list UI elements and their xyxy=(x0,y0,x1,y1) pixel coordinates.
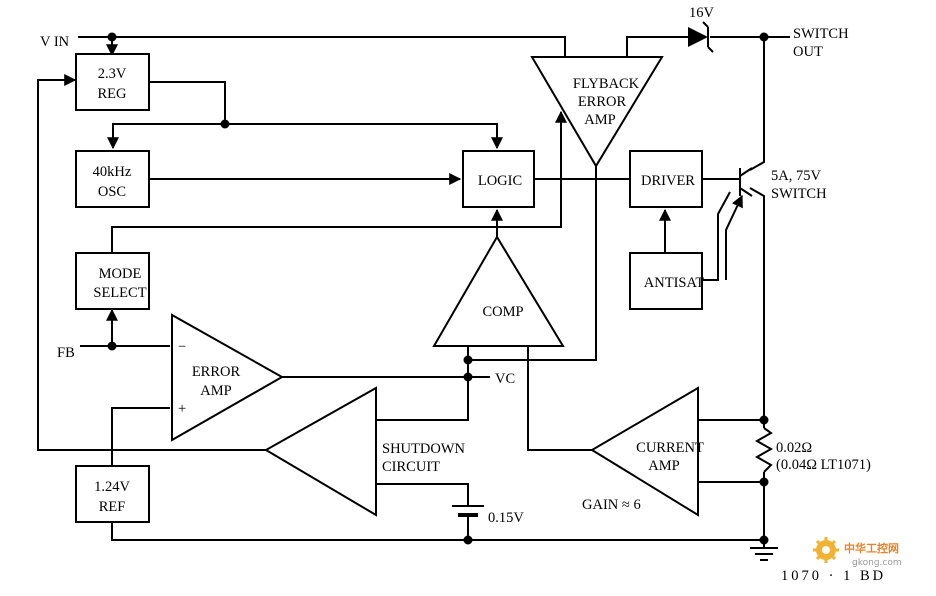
watermark-url: gkong.com xyxy=(852,558,902,568)
junction-dots xyxy=(107,32,769,545)
zener-diode xyxy=(688,21,714,53)
flyback-label-2: ERROR xyxy=(578,94,627,110)
reg-label-1: 2.3V xyxy=(98,66,127,82)
comp-block: COMP xyxy=(432,235,565,347)
flyback-label-3: AMP xyxy=(584,112,615,128)
error-amp-plus: + xyxy=(178,401,186,417)
switch-label-2: SWITCH xyxy=(771,186,827,202)
flyback-label-1: FLYBACK xyxy=(573,76,640,92)
switch-out-label-2: OUT xyxy=(793,44,823,60)
reg-block: 2.3V REG xyxy=(75,53,150,111)
osc-label-1: 40kHz xyxy=(93,164,132,180)
error-amp-label-2: AMP xyxy=(200,383,231,399)
error-amp-block: ERROR AMP − + xyxy=(171,313,285,442)
mode-label-2: SELECT xyxy=(93,285,146,301)
gear-icon xyxy=(813,537,839,563)
watermark-logo: 中华工控网 gkong.com xyxy=(813,537,902,568)
error-amp-label-1: ERROR xyxy=(192,364,241,380)
logic-label: LOGIC xyxy=(478,173,522,189)
current-amp-block: CURRENT AMP xyxy=(590,386,704,517)
sense-resistor xyxy=(754,427,774,473)
vin-label: V IN xyxy=(40,34,70,50)
comp-label: COMP xyxy=(482,304,523,320)
error-amp-minus: − xyxy=(178,339,186,355)
part-number-label: 1070 · 1 BD xyxy=(781,568,886,584)
current-amp-label-1: CURRENT xyxy=(636,440,704,456)
flyback-error-amp: FLYBACK ERROR AMP xyxy=(530,56,664,168)
shutdown-voltage-source xyxy=(452,505,484,517)
current-amp-label-2: AMP xyxy=(648,458,679,474)
ref-block: 1.24V REF xyxy=(75,465,150,523)
vc-label: VC xyxy=(495,371,515,387)
zener-label: 16V xyxy=(689,5,715,21)
mode-label-1: MODE xyxy=(99,266,142,282)
switch-label-1: 5A, 75V xyxy=(771,168,821,184)
watermark-name: 中华工控网 xyxy=(844,541,899,555)
osc-block: 40kHz OSC xyxy=(75,150,150,208)
vin-rail xyxy=(78,36,566,57)
osc-label-2: OSC xyxy=(98,184,126,200)
antisat-block: ANTISAT xyxy=(629,252,705,310)
logic-block: LOGIC xyxy=(462,150,535,208)
ref-label-2: REF xyxy=(99,499,126,515)
sense-label-2: (0.04Ω LT1071) xyxy=(776,457,871,473)
gain-label: GAIN ≈ 6 xyxy=(582,497,641,513)
ground-symbol xyxy=(750,547,778,561)
switch-out-label-1: SWITCH xyxy=(793,26,849,42)
antisat-label: ANTISAT xyxy=(644,275,705,291)
shutdown-label-1: SHUTDOWN xyxy=(382,441,465,457)
sense-label-1: 0.02Ω xyxy=(776,440,812,456)
shutdown-voltage-label: 0.15V xyxy=(488,510,524,526)
reg-label-2: REG xyxy=(98,86,128,102)
mode-select-block: MODE SELECT xyxy=(75,252,150,310)
shutdown-label-2: CIRCUIT xyxy=(382,459,440,475)
fb-label: FB xyxy=(57,345,75,361)
ref-label-1: 1.24V xyxy=(94,479,130,495)
driver-label: DRIVER xyxy=(641,173,695,189)
shutdown-block: SHUTDOWN CIRCUIT xyxy=(263,386,465,517)
driver-block: DRIVER xyxy=(629,150,703,208)
switch-transistor xyxy=(739,167,753,197)
